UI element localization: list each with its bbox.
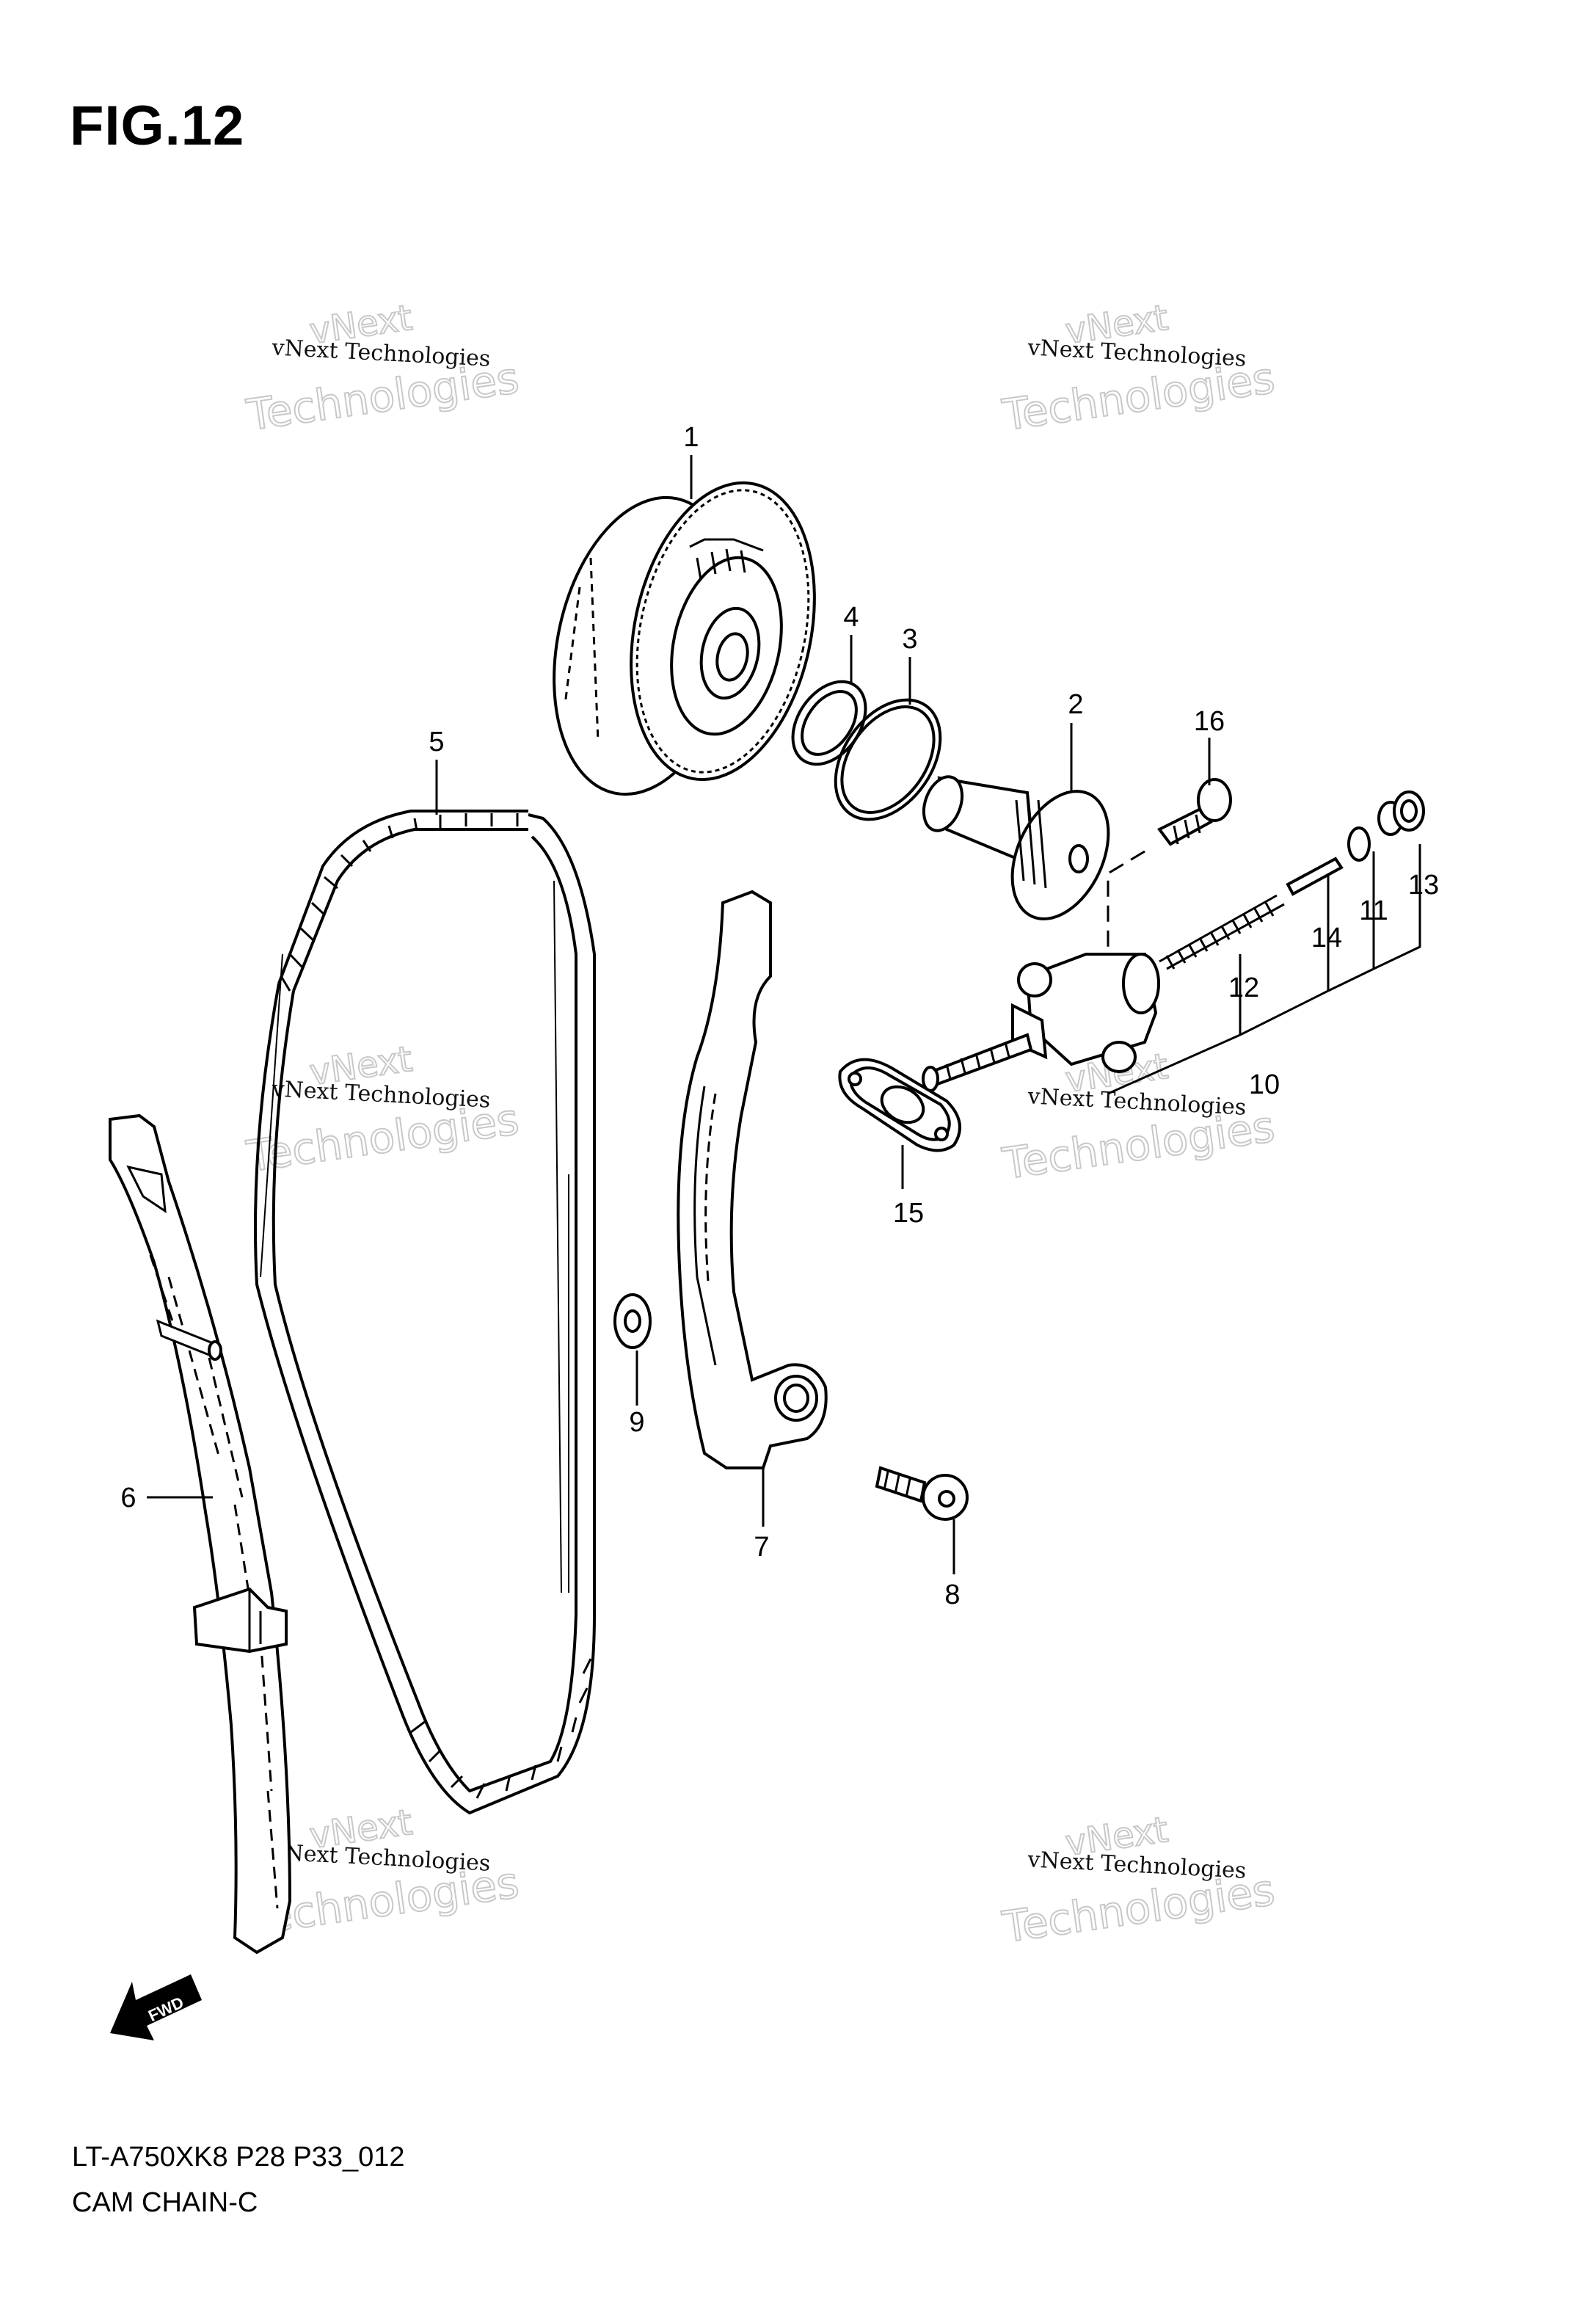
callout-6: 6: [120, 1483, 136, 1513]
part-7-chain-guide-front: [677, 890, 828, 1469]
watermark-text: vNext Technologies: [271, 335, 491, 372]
watermark-text: vNext Technologies: [1027, 1847, 1247, 1884]
section-name: CAM CHAIN-C: [72, 2187, 258, 2218]
callout-1: 1: [683, 422, 699, 453]
part-1-cam-sprocket: [553, 481, 816, 796]
callout-5: 5: [429, 727, 444, 757]
part-12-spring: [1159, 894, 1285, 970]
part-11-gasket: [1347, 826, 1371, 862]
part-9-washer: [613, 1293, 652, 1349]
callout-2: 2: [1068, 689, 1083, 720]
callout-16: 16: [1194, 706, 1225, 737]
watermark-text: vNext Technologies: [271, 1839, 491, 1877]
figure-title: FIG.12: [70, 95, 245, 157]
part-3-o-ring: [834, 698, 942, 821]
part-13-plug-bolt: [1377, 790, 1425, 836]
part-15-tensioner-gasket: [838, 1058, 961, 1152]
model-code: LT-A750XK8 P28 P33_012: [72, 2142, 405, 2173]
part-6-chain-guide-rear: [109, 1113, 292, 1955]
fwd-arrow-icon: FWD: [110, 1974, 202, 2040]
part-2-idler-shaft: [922, 775, 1110, 920]
bolt-16-guide-line: [1107, 850, 1145, 954]
watermark-text: vNext Technologies: [1027, 335, 1247, 372]
callout-10: 10: [1249, 1069, 1280, 1100]
callout-7: 7: [754, 1532, 769, 1563]
callout-9: 9: [629, 1407, 644, 1438]
callout-12: 12: [1228, 973, 1259, 1003]
callout-3: 3: [902, 624, 917, 655]
callout-15: 15: [893, 1198, 924, 1229]
callout-4: 4: [843, 602, 859, 633]
callout-14: 14: [1311, 923, 1342, 953]
part-16-bolt: [1156, 778, 1232, 846]
watermark-text: vNext Technologies: [1027, 1083, 1247, 1121]
part-10-cam-chain-tensioner: [922, 953, 1160, 1092]
part-14-pin: [1286, 857, 1344, 896]
leader-lines: [147, 455, 1421, 1574]
callout-8: 8: [944, 1579, 960, 1610]
watermark-text: vNext Technologies: [271, 1076, 491, 1113]
callout-numbers: 1 2 3 4 5 6 7 8 9 10 11 12 13 14 15 16: [120, 422, 1439, 1610]
callout-13: 13: [1408, 870, 1439, 901]
part-8-guide-bolt: [875, 1466, 969, 1521]
callout-11: 11: [1359, 895, 1388, 926]
part-5-cam-chain: [254, 810, 596, 1815]
